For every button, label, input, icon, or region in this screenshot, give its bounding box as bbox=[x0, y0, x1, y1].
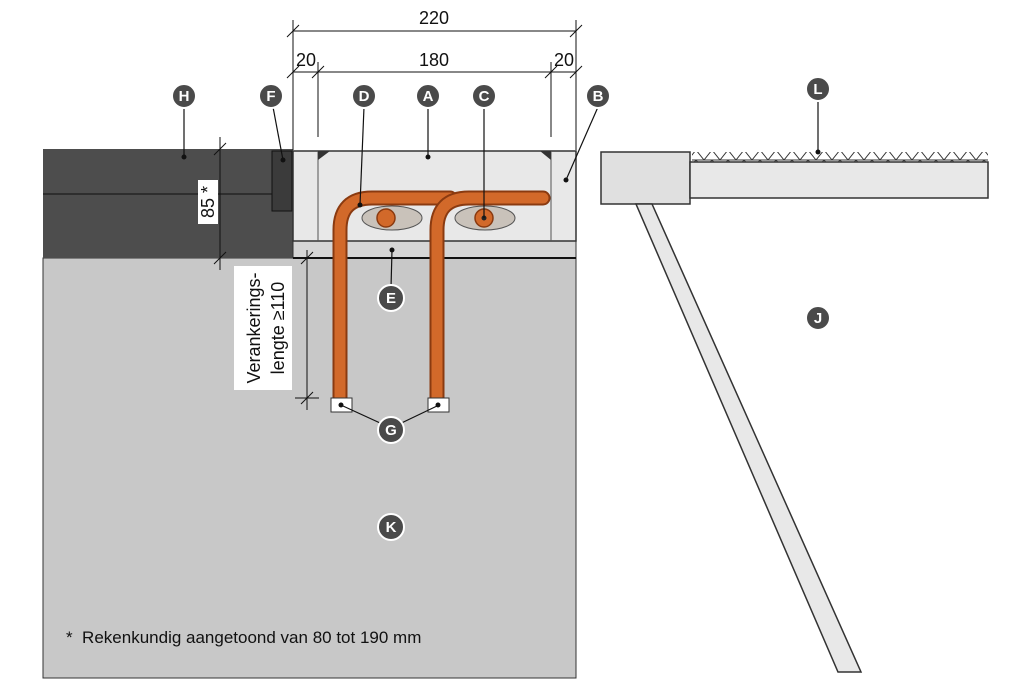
label-d: D bbox=[351, 83, 377, 109]
concrete-wall-k bbox=[42, 257, 577, 679]
label-e: E bbox=[377, 284, 405, 312]
dimension-total bbox=[286, 20, 583, 150]
svg-text:J: J bbox=[814, 310, 822, 327]
label-k: K bbox=[377, 513, 405, 541]
chamfer-left bbox=[318, 151, 330, 160]
svg-text:D: D bbox=[359, 88, 370, 105]
svg-text:E: E bbox=[386, 290, 396, 307]
svg-text:L: L bbox=[813, 81, 822, 98]
chamfer-right bbox=[540, 151, 551, 160]
footnote: * Rekenkundig aangetoond van 80 tot 190 … bbox=[66, 628, 421, 647]
svg-text:C: C bbox=[479, 88, 490, 105]
dimension-height bbox=[213, 137, 227, 270]
dim-inner-text: 180 bbox=[419, 50, 449, 70]
label-h: H bbox=[171, 83, 197, 109]
svg-text:G: G bbox=[385, 422, 397, 439]
dim-height-text: 85 * bbox=[198, 186, 218, 218]
svg-text:F: F bbox=[266, 88, 275, 105]
slab-h bbox=[43, 149, 293, 258]
truss-mesh bbox=[692, 152, 988, 162]
dim-total-text: 220 bbox=[419, 8, 449, 28]
dim-left-edge-text: 20 bbox=[296, 50, 316, 70]
slab-l bbox=[689, 161, 989, 199]
label-f: F bbox=[258, 83, 284, 109]
dim-anchorage-line2: lengte ≥110 bbox=[268, 282, 288, 375]
label-b: B bbox=[585, 83, 611, 109]
leader-dots bbox=[181, 149, 821, 253]
svg-text:A: A bbox=[423, 88, 434, 105]
anchor-base-left-dot bbox=[338, 402, 344, 408]
strip-f bbox=[271, 150, 293, 212]
pipe-end-left bbox=[376, 208, 396, 228]
svg-text:B: B bbox=[593, 88, 604, 105]
label-j: J bbox=[805, 305, 831, 331]
anchorage-label-bg bbox=[234, 266, 292, 390]
dim-right-edge-text: 20 bbox=[554, 50, 574, 70]
anchor-pipe-right-fill bbox=[431, 192, 549, 404]
svg-text:H: H bbox=[179, 88, 190, 105]
dimension-inner bbox=[286, 62, 583, 137]
svg-text:K: K bbox=[386, 519, 397, 536]
label-l: L bbox=[805, 76, 831, 102]
anchor-pipe-left-fill bbox=[334, 192, 456, 404]
dim-anchorage-line1: Verankerings- bbox=[244, 272, 264, 383]
label-c: C bbox=[471, 83, 497, 109]
label-a: A bbox=[415, 83, 441, 109]
edge-block bbox=[600, 151, 691, 205]
strut-j bbox=[634, 203, 863, 673]
label-g: G bbox=[377, 416, 405, 444]
height-label-bg bbox=[198, 180, 218, 224]
dimension-anchorage bbox=[295, 250, 319, 410]
